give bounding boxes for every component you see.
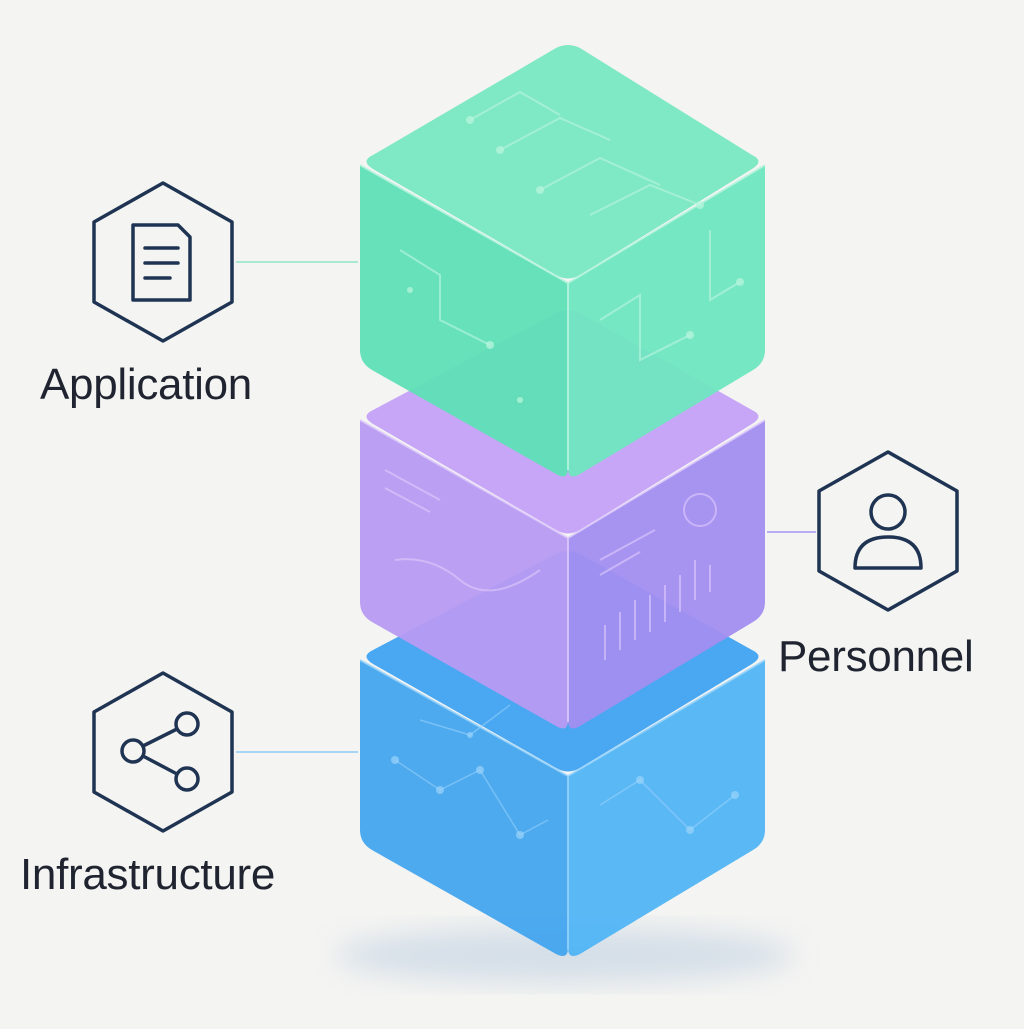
hexagon-personnel xyxy=(817,450,959,612)
document-icon xyxy=(131,223,192,302)
cube-application-edge xyxy=(359,164,766,470)
cube-application-right-face xyxy=(568,165,765,477)
label-infrastructure: Infrastructure xyxy=(20,850,276,899)
application-circuit-pattern xyxy=(399,90,741,362)
cube-personnel-left-face xyxy=(360,420,568,729)
infrastructure-badge xyxy=(92,671,234,833)
application-circuit-nodes xyxy=(407,116,744,403)
personnel-badge xyxy=(817,450,959,612)
application-badge xyxy=(92,181,234,343)
cube-personnel-edge xyxy=(359,419,766,722)
personnel-dashboard-pattern xyxy=(384,469,717,660)
user-icon xyxy=(853,493,923,570)
infrastructure-network-nodes xyxy=(391,732,739,839)
cube-infrastructure-left-face xyxy=(360,660,568,956)
hexagon-infrastructure xyxy=(92,671,234,833)
cube-application xyxy=(359,45,766,477)
cube-infrastructure-edge xyxy=(359,659,766,950)
cube-application-left-face xyxy=(360,165,568,477)
cube-personnel-right-face xyxy=(568,420,765,729)
cube-infrastructure-right-face xyxy=(568,660,765,956)
label-application: Application xyxy=(40,360,252,409)
hexagon-application xyxy=(92,181,234,343)
cube-application-top-face xyxy=(366,45,759,279)
label-personnel: Personnel xyxy=(778,632,974,681)
share-network-icon xyxy=(120,711,200,792)
